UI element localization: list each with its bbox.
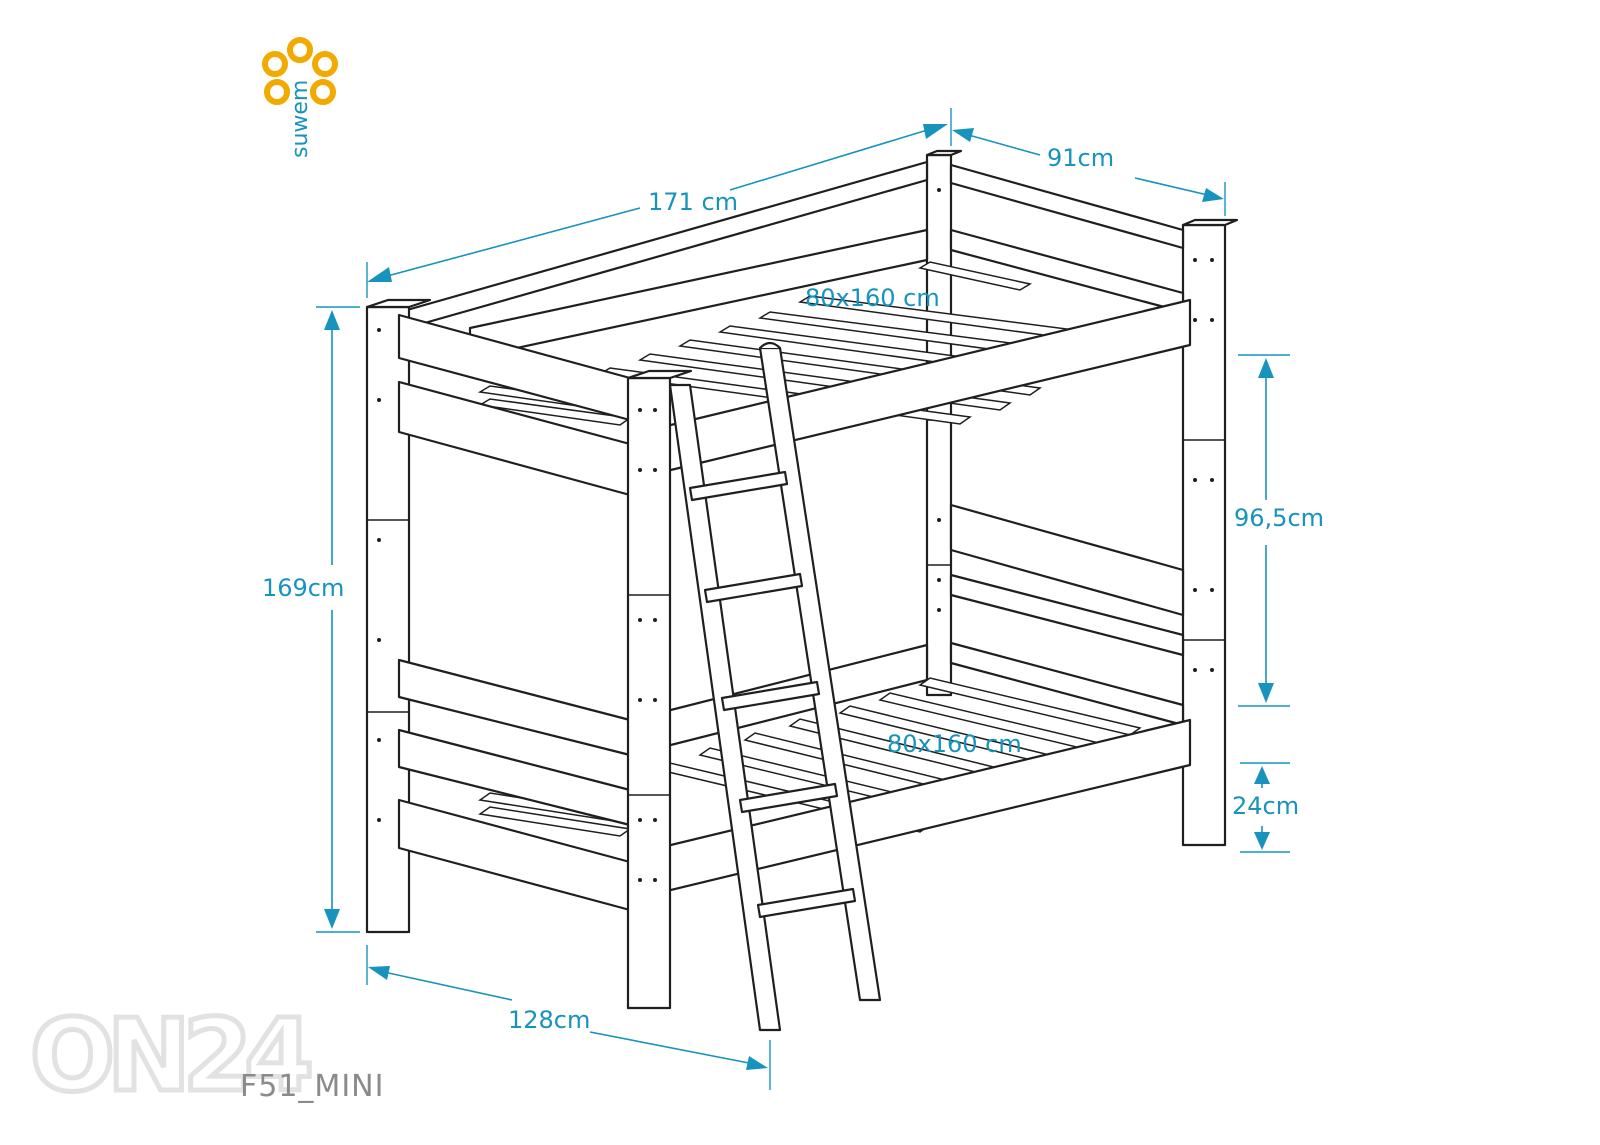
bed-frame	[365, 149, 1239, 1010]
lower-far-end-rail	[949, 503, 1185, 617]
length-label: 171 cm	[648, 188, 738, 216]
footprint-label: 128cm	[508, 1006, 590, 1034]
dimension-footprint: 128cm	[366, 945, 771, 1090]
ladder-step-1	[688, 470, 789, 502]
ladder-step-5	[756, 887, 857, 919]
watermark: ON24	[30, 997, 309, 1114]
bolt-holes	[377, 188, 1214, 882]
ladder-step-3	[720, 680, 821, 712]
upper-mattress-label: 80x160 cm	[805, 284, 940, 312]
model-code: F51_MINI	[240, 1069, 384, 1104]
lower-far-end-rail-2	[949, 573, 1185, 657]
brand-name: suwem	[288, 80, 313, 158]
brand-logo: suwem	[262, 37, 338, 158]
back-left-post	[925, 153, 953, 697]
lower-mattress-label: 80x160 cm	[887, 730, 1022, 758]
ladder	[668, 341, 882, 1032]
width-label: 91cm	[1047, 144, 1114, 172]
dimension-floor-clearance: 24cm	[1232, 762, 1299, 853]
ladder-step-4	[738, 782, 839, 814]
upper-clearance-label: 96,5cm	[1234, 504, 1324, 532]
flower-icon	[262, 37, 338, 105]
upper-far-end-rail-2	[949, 228, 1185, 314]
front-right-post	[626, 376, 672, 1010]
ladder-step-2	[703, 572, 804, 604]
height-label: 169cm	[262, 574, 344, 602]
dimension-height: 169cm	[262, 306, 360, 933]
upper-far-end-rail	[949, 163, 1185, 250]
dimension-width: 91cm	[952, 128, 1226, 216]
floor-clearance-label: 24cm	[1232, 792, 1299, 820]
dimension-upper-clearance: 96,5cm	[1234, 354, 1324, 707]
dimension-length: 171 cm	[366, 108, 952, 298]
